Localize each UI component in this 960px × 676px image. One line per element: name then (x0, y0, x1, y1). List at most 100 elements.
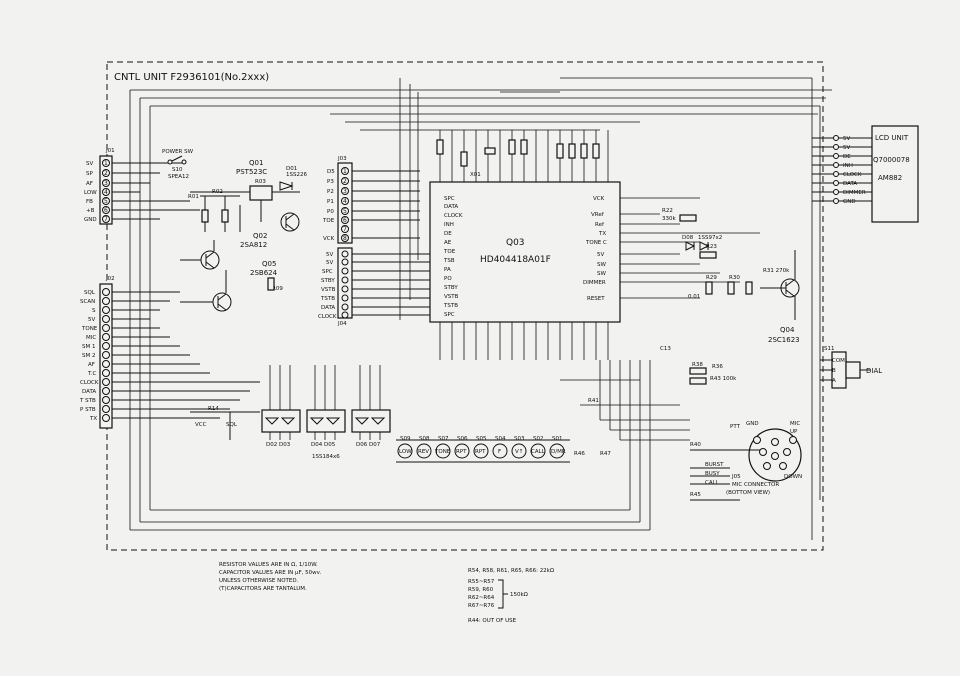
q03-ref: Q03 (506, 238, 525, 248)
svg-text:Q01: Q01 (249, 159, 263, 167)
svg-text:2: 2 (343, 178, 347, 185)
svg-text:S06: S06 (457, 436, 468, 442)
svg-text:330k: 330k (662, 216, 676, 222)
lcd-pin: CLOCK (812, 171, 872, 178)
svg-text:MIC CONNECTOR: MIC CONNECTOR (732, 482, 779, 488)
svg-text:TX: TX (89, 416, 97, 422)
svg-text:SQL: SQL (84, 290, 96, 296)
svg-text:FB: FB (86, 199, 93, 205)
svg-text:TSB: TSB (443, 258, 455, 264)
svg-text:R43 100k: R43 100k (710, 376, 737, 382)
svg-text:6: 6 (343, 217, 347, 224)
svg-text:Q02: Q02 (253, 232, 267, 240)
svg-text:A: A (832, 378, 836, 384)
svg-text:R62~R64: R62~R64 (468, 595, 495, 601)
svg-text:SM 2: SM 2 (82, 353, 95, 359)
svg-text:INH: INH (843, 163, 853, 169)
svg-text:CALL: CALL (531, 449, 546, 455)
svg-text:R38: R38 (692, 362, 703, 368)
svg-text:CLOCK: CLOCK (444, 213, 463, 219)
svg-text:7: 7 (343, 226, 347, 233)
svg-text:S07: S07 (438, 436, 449, 442)
svg-text:CALL: CALL (705, 480, 720, 486)
diode-array: D02 D03 D04 D05 D06 D07 1SS184x6 (261, 365, 391, 460)
svg-text:VSTB: VSTB (321, 287, 336, 293)
svg-text:R67~R76: R67~R76 (468, 603, 495, 609)
svg-text:AE: AE (444, 240, 452, 246)
svg-text:LOW: LOW (84, 190, 97, 196)
q03-right-pins: VCK VRef Ref TX TONE C 5V SW SW DIMMER R… (583, 196, 607, 302)
svg-text:2: 2 (104, 170, 108, 177)
note-line: UNLESS OTHERWISE NOTED. (219, 578, 299, 584)
svg-text:DIMMER: DIMMER (843, 190, 866, 196)
svg-text:SPC: SPC (444, 312, 455, 318)
svg-text:RPT: RPT (475, 449, 486, 455)
svg-text:DATA: DATA (321, 305, 335, 311)
svg-text:CLOCK: CLOCK (318, 314, 337, 320)
lcd-unit-model: AM882 (878, 174, 902, 182)
svg-text:S01: S01 (552, 436, 563, 442)
svg-text:VCK: VCK (593, 196, 605, 202)
svg-text:TONE: TONE (81, 326, 98, 332)
svg-text:R45: R45 (690, 492, 701, 498)
svg-text:R36: R36 (712, 364, 723, 370)
svg-text:F: F (498, 449, 501, 455)
svg-text:R01: R01 (188, 194, 199, 200)
j02-pins: SQL SCAN S 5V TONE MIC SM 1 SM 2 AF T.C … (79, 288, 260, 422)
svg-text:TOE: TOE (443, 249, 456, 255)
svg-text:5V: 5V (326, 252, 333, 258)
svg-text:S05: S05 (476, 436, 487, 442)
right-passives: R22 330k R23 R29 R30 0.01 R36 R38 R43 10… (660, 208, 753, 385)
svg-text:R31 270k: R31 270k (763, 268, 790, 274)
svg-text:R09: R09 (272, 286, 283, 292)
svg-text:P2: P2 (327, 189, 334, 195)
svg-text:R41: R41 (588, 398, 599, 404)
svg-text:S04: S04 (495, 436, 506, 442)
svg-text:SP: SP (86, 171, 93, 177)
svg-text:S08: S08 (419, 436, 430, 442)
d08-diode: D08 1SS97x2 (682, 235, 722, 251)
svg-text:DATA: DATA (82, 389, 96, 395)
lcd-unit-part: Q7000078 (873, 156, 910, 164)
svg-text:1: 1 (343, 168, 347, 175)
j04-connector: J04 5V 5V SPC STBY VSTB TSTB DATA CLOCK (318, 247, 430, 327)
svg-text:BURST: BURST (705, 462, 724, 468)
lcd-pin: 5V (812, 135, 872, 142)
svg-text:2SC1623: 2SC1623 (768, 336, 800, 344)
svg-text:D06 D07: D06 D07 (356, 442, 381, 448)
svg-text:R14: R14 (208, 406, 219, 412)
svg-text:DIAL: DIAL (866, 367, 882, 375)
svg-text:D5: D5 (327, 169, 335, 175)
svg-text:4: 4 (343, 198, 347, 205)
q03-top-passives: X01 (436, 139, 600, 178)
q03-ic: Q03 HD404418A01F SPC DATA CLOCK INH DE A… (429, 130, 760, 360)
svg-text:R59, R60: R59, R60 (468, 587, 494, 593)
j05-mic-connector: PTT BURST BUSY CALL DOWN UP MIC GND J05 … (690, 421, 802, 501)
svg-text:TX: TX (598, 231, 606, 237)
q03-part: HD404418A01F (480, 255, 551, 265)
svg-text:R55~R57: R55~R57 (468, 579, 495, 585)
svg-text:VRef: VRef (591, 212, 605, 218)
svg-text:S02: S02 (533, 436, 544, 442)
svg-text:COM: COM (832, 358, 845, 364)
svg-text:BUSY: BUSY (705, 471, 720, 477)
svg-text:R02: R02 (212, 189, 223, 195)
svg-text:Q05: Q05 (262, 260, 276, 268)
svg-text:DE: DE (843, 154, 851, 160)
svg-text:D/MR: D/MR (551, 449, 566, 455)
svg-text:5: 5 (104, 198, 108, 205)
svg-text:LOW: LOW (399, 449, 412, 455)
svg-text:STBY: STBY (321, 278, 335, 284)
svg-text:5V: 5V (88, 317, 95, 323)
svg-text:UP: UP (790, 429, 798, 435)
svg-text:S11: S11 (824, 346, 835, 352)
svg-text:VSTB: VSTB (444, 294, 459, 300)
svg-text:1: 1 (104, 160, 108, 167)
svg-text:R30: R30 (729, 275, 740, 281)
